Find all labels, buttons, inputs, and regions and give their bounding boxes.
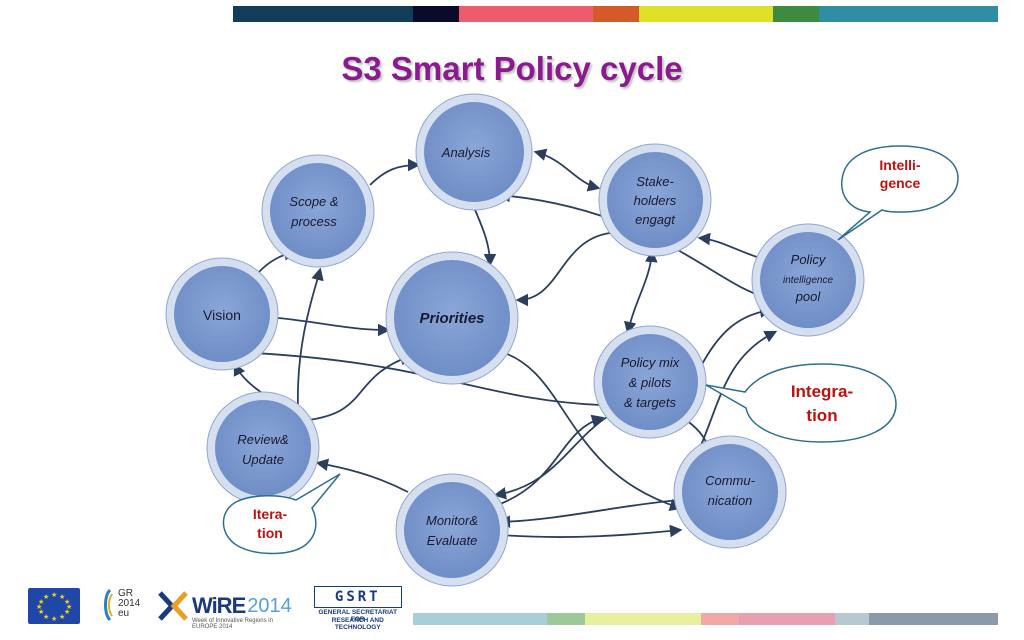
- node-label: Monitor&: [426, 513, 478, 528]
- node-policy-intelligence-pool: Policy intelligence pool: [751, 223, 865, 337]
- node-label: engagt: [635, 212, 676, 227]
- callout-intelligence: Intelli- gence: [837, 145, 959, 241]
- top-bar-segment: [593, 6, 639, 22]
- gr2014-logo: GR 2014 eu: [102, 586, 142, 626]
- bottom-bar-segment: [739, 613, 835, 625]
- node-label: & targets: [624, 395, 677, 410]
- top-bar-segment: [639, 6, 773, 22]
- node-label: Priorities: [419, 310, 484, 327]
- arrow-analysis-stakeholders: [533, 148, 601, 192]
- node-label: Vision: [203, 307, 241, 323]
- arrow-review-to-scope: [297, 267, 324, 409]
- arrow-monitor-to-policymix: [499, 414, 605, 505]
- gr2014-mark-icon: [104, 588, 113, 622]
- top-bar-segment: [819, 6, 998, 22]
- top-bar-segment: [233, 6, 413, 22]
- eu-flag-logo: ★ ★ ★ ★ ★ ★ ★ ★ ★ ★ ★ ★: [28, 588, 80, 624]
- arrow-priorities-to-communication: [494, 349, 683, 511]
- node-label: Stake-: [636, 174, 674, 189]
- node-monitor-evaluate: Monitor& Evaluate: [395, 473, 509, 587]
- gsrt-logo: GSRT GENERAL SECRETARIAT FOR RESEARCH AN…: [312, 586, 404, 631]
- arrow-review-to-priorities: [307, 353, 413, 421]
- gsrt-line: RESEARCH AND TECHNOLOGY: [331, 617, 384, 631]
- callout-label: Integra-: [791, 382, 853, 401]
- callout-label: tion: [806, 406, 837, 425]
- top-color-bar: [233, 6, 998, 22]
- gr-text-line: GR: [118, 588, 133, 599]
- arrow-vision-to-priorities: [277, 317, 391, 337]
- node-label: Policy mix: [621, 355, 680, 370]
- top-bar-segment: [413, 6, 459, 22]
- node-label: holders: [634, 193, 677, 208]
- node-label: Commu-: [705, 473, 756, 488]
- top-bar-segment: [773, 6, 819, 22]
- arrow-policymix-to-monitor: [493, 414, 611, 500]
- arrow-communication-to-monitor: [497, 499, 681, 528]
- node-label: nication: [708, 493, 753, 508]
- wire-word: WiRE: [192, 593, 246, 618]
- bottom-bar-segment: [869, 613, 998, 625]
- node-policy-mix: Policy mix & pilots & targets: [593, 325, 707, 439]
- bottom-bar-segment: [835, 613, 869, 625]
- callout-label: tion: [257, 525, 283, 541]
- node-label: & pilots: [629, 375, 672, 390]
- callout-label: Intelli-: [879, 157, 921, 173]
- wire2014-logo: WiRE 2014 Week of Innovative Regions in …: [158, 588, 292, 630]
- gr-text-line: 2014: [118, 598, 141, 609]
- callout-label: Itera-: [253, 506, 288, 522]
- bottom-bar-segment: [585, 613, 701, 625]
- wire-year: 2014: [247, 594, 292, 617]
- callout-integration: Integra- tion: [705, 363, 897, 443]
- arrow-pool-to-stakeholders: [697, 232, 761, 259]
- arrow-monitor-to-communication: [499, 524, 683, 538]
- bottom-bar-segment: [413, 613, 547, 625]
- node-label: pool: [795, 289, 822, 304]
- arrow-review-to-vision: [233, 362, 266, 396]
- gsrt-line: GENERAL SECRETARIAT FOR: [318, 609, 398, 623]
- footer-logos: ★ ★ ★ ★ ★ ★ ★ ★ ★ ★ ★ ★ GR 2014 eu WiRE …: [28, 584, 404, 631]
- node-analysis: Analysis: [415, 93, 533, 211]
- node-label: intelligence: [783, 275, 833, 286]
- arrow-policymix-to-pool: [699, 305, 773, 369]
- bottom-color-bar: [413, 613, 998, 625]
- arrow-stakeholders-policymix: [624, 249, 658, 335]
- node-priorities: Priorities: [385, 251, 519, 385]
- node-stakeholders: Stake- holders engagt: [598, 143, 712, 257]
- node-label: Evaluate: [427, 533, 478, 548]
- arrow-stakeholders-to-priorities: [515, 232, 611, 307]
- bottom-bar-segment: [701, 613, 739, 625]
- node-label: Review&: [237, 432, 288, 447]
- arrow-scope-to-analysis: [369, 158, 421, 186]
- wire-x-icon: [158, 591, 188, 621]
- top-bar-segment: [459, 6, 593, 22]
- gr-text-line: eu: [118, 608, 130, 619]
- node-scope-process: Scope & process: [261, 154, 375, 268]
- node-label: Analysis: [441, 145, 491, 160]
- callout-label: gence: [880, 175, 921, 191]
- page-title: S3 Smart Policy cycle: [341, 50, 683, 87]
- node-review-update: Review& Update: [206, 391, 320, 505]
- wire-subtitle: Week of Innovative Regions in EUROPE 201…: [192, 618, 273, 630]
- node-vision: Vision: [165, 257, 279, 371]
- node-communication: Commu- nication: [673, 435, 787, 549]
- node-label: Policy: [791, 252, 827, 267]
- bottom-bar-segment: [547, 613, 585, 625]
- gsrt-mark: GSRT: [313, 586, 402, 608]
- node-label: Update: [242, 452, 284, 467]
- node-label: process: [290, 214, 337, 229]
- node-label: Scope &: [289, 194, 338, 209]
- arrow-monitor-to-review: [315, 458, 409, 493]
- callout-iteration: Itera- tion: [222, 473, 341, 555]
